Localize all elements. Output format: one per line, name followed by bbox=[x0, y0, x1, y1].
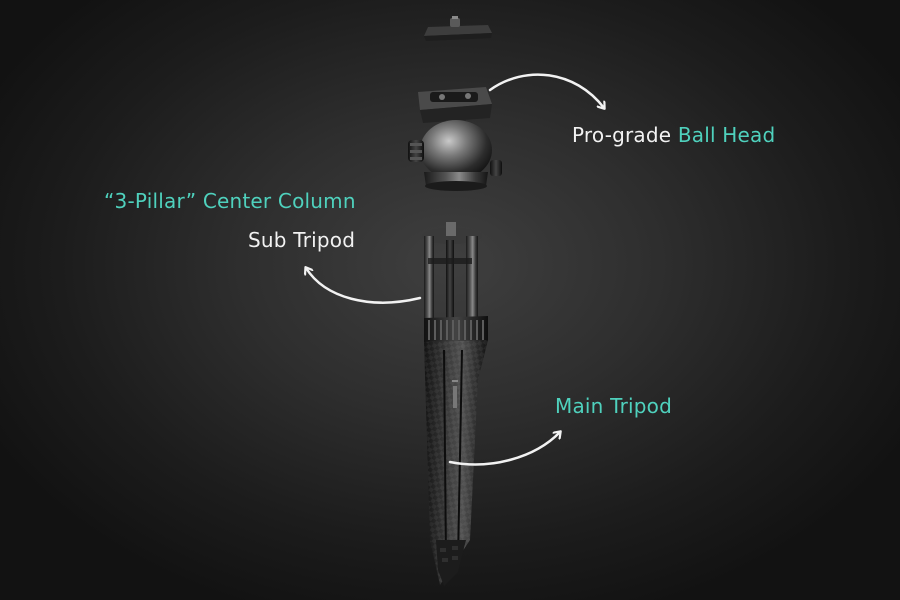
center-column bbox=[422, 222, 488, 342]
ball-head-arrow bbox=[488, 73, 604, 108]
sub-tripod-label: Sub Tripod bbox=[248, 228, 356, 252]
ball-head bbox=[408, 87, 502, 191]
main-tripod-arrow bbox=[448, 432, 560, 466]
quick-release-plate bbox=[424, 16, 492, 41]
center-column-label: “3-Pillar” Center Column bbox=[104, 189, 356, 213]
main-tripod-label: Main Tripod bbox=[555, 394, 672, 418]
sub-tripod-arrow bbox=[306, 268, 422, 304]
ball-head-label-accent: Ball Head bbox=[677, 123, 776, 147]
ball-head-label-prefix: Pro-grade bbox=[572, 123, 672, 147]
ball-head-label: Pro-grade Ball Head bbox=[572, 125, 775, 145]
